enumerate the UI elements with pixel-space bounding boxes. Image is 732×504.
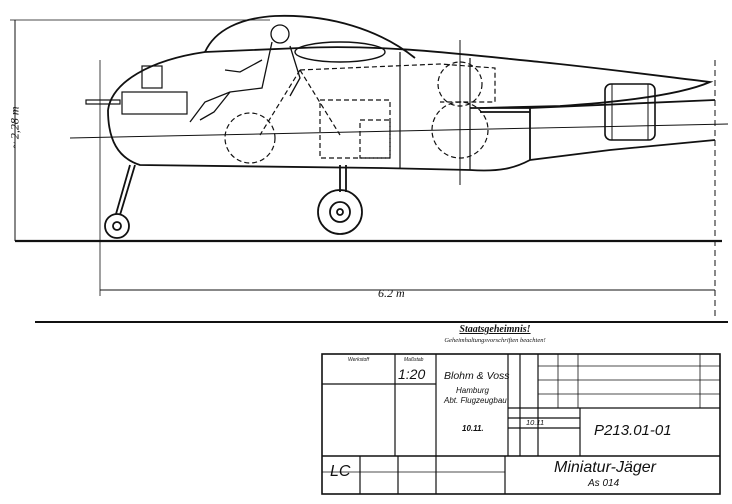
werkstoff-label: Werkstoff bbox=[348, 357, 370, 363]
engine-designation: As 014 bbox=[588, 478, 620, 489]
company-name: Blohm & Voss bbox=[444, 370, 510, 382]
massstab-label: Maßstab bbox=[404, 357, 424, 363]
title-block bbox=[321, 353, 721, 495]
classification-title: Staatsgeheimnis! bbox=[459, 324, 531, 335]
aircraft-profile bbox=[69, 14, 729, 185]
date-field-2: 10.11 bbox=[526, 418, 545, 427]
category-code: LC bbox=[330, 463, 351, 480]
aircraft-name: Miniatur-Jäger bbox=[554, 459, 656, 476]
height-dimension-label: ~ 2,28 m bbox=[7, 106, 22, 149]
pilot-figure bbox=[189, 24, 301, 123]
length-dimension-label: 6.2 m bbox=[378, 286, 405, 300]
classification-subtitle: Geheimhaltungsvorschriften beachten! bbox=[444, 337, 546, 344]
company-city: Hamburg bbox=[456, 386, 489, 395]
date-field-1: 10.11. bbox=[462, 424, 484, 433]
department-name: Abt. Flugzeugbau bbox=[444, 396, 507, 405]
drawing-number: P213.01-01 bbox=[594, 422, 672, 439]
landing-gear bbox=[104, 164, 363, 239]
scale-value: 1:20 bbox=[398, 366, 426, 382]
